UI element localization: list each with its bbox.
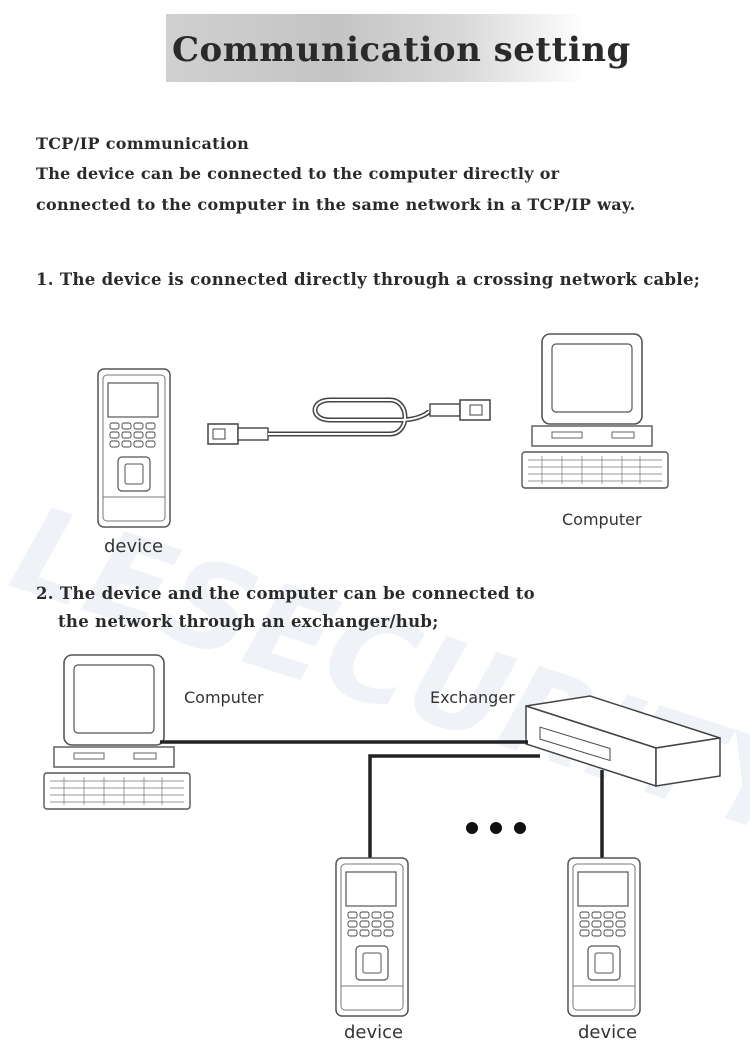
ellipsis-dots <box>466 822 526 834</box>
device-1-label: device <box>104 536 164 557</box>
section-2-line-1: 2. The device and the computer can be co… <box>36 584 535 603</box>
title-banner <box>166 14 586 82</box>
network-cable-icon <box>207 397 491 445</box>
device-1-icon <box>97 368 171 528</box>
computer-1-label: Computer <box>562 510 642 529</box>
page-title: Communication setting <box>172 30 631 70</box>
computer-2-icon <box>43 654 191 810</box>
intro-line-1: The device can be connected to the compu… <box>36 164 560 183</box>
computer-1-icon <box>521 333 669 489</box>
device-3-icon <box>567 857 641 1017</box>
device-2-label: device <box>344 1022 404 1043</box>
exchanger-label: Exchanger <box>430 688 515 707</box>
exchanger-icon <box>525 695 721 788</box>
network-lines <box>160 740 604 862</box>
intro-line-2: connected to the computer in the same ne… <box>36 195 636 214</box>
computer-2-label: Computer <box>184 688 264 707</box>
device-2-icon <box>335 857 409 1017</box>
section-1-text: 1. The device is connected directly thro… <box>36 270 701 289</box>
intro-heading: TCP/IP communication <box>36 134 250 153</box>
section-2-line-2: the network through an exchanger/hub; <box>58 612 439 631</box>
device-3-label: device <box>578 1022 638 1043</box>
